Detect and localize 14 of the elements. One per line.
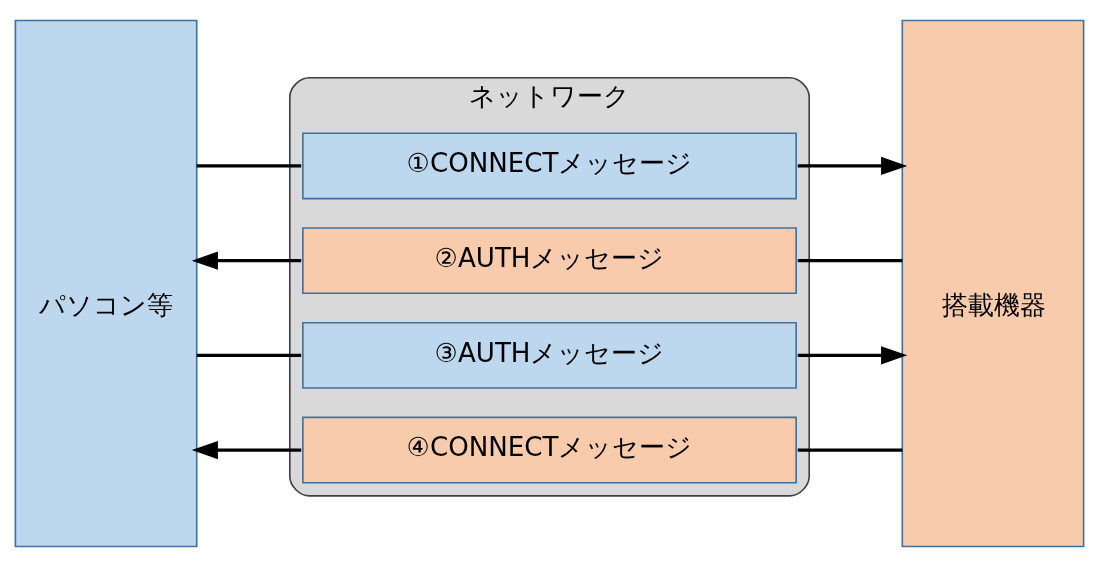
- node-box: ②AUTHメッセージ: [302, 226, 797, 294]
- node-box: パソコン等: [14, 19, 198, 547]
- arrow: [797, 156, 908, 175]
- node-box: 搭載機器: [901, 19, 1085, 547]
- arrow: [191, 250, 302, 270]
- node-box: ④CONNECTメッセージ: [302, 416, 797, 484]
- arrow: [191, 440, 302, 459]
- node-box: ③AUTHメッセージ: [302, 321, 797, 389]
- connector: [797, 258, 903, 262]
- connector: [196, 353, 302, 357]
- arrow: [797, 345, 908, 365]
- connector: [797, 447, 903, 452]
- node-box: ①CONNECTメッセージ: [302, 131, 797, 199]
- connector: [196, 163, 302, 168]
